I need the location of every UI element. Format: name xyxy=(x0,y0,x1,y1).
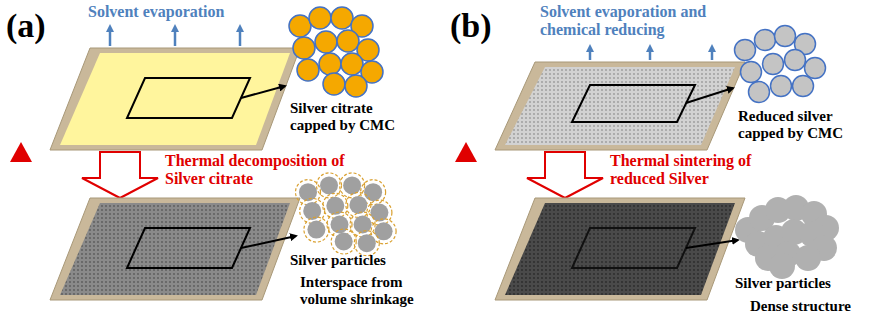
process-label: Thermal decomposition of Silver citrate xyxy=(165,152,355,189)
zoom-arrow xyxy=(241,86,285,98)
panel-label: (b) xyxy=(450,6,492,45)
silver-particles-porous xyxy=(296,173,397,256)
particle xyxy=(795,245,821,271)
particle xyxy=(327,212,352,237)
particle xyxy=(341,53,363,75)
process-note: Solvent evaporation and chemical reducin… xyxy=(540,3,720,40)
zoom-region xyxy=(127,228,250,268)
zoom-region xyxy=(127,78,250,118)
particle xyxy=(775,26,796,47)
particle xyxy=(307,221,325,239)
evaporation-arrows xyxy=(110,28,240,46)
dense-silver-structure xyxy=(735,195,839,279)
particle xyxy=(785,50,806,71)
particle xyxy=(345,75,367,97)
silver-citrate-particles xyxy=(289,7,383,97)
heat-triangle xyxy=(455,142,477,162)
particle xyxy=(763,54,784,75)
particle xyxy=(320,176,338,194)
process-label: Thermal sintering of reduced Silver xyxy=(610,152,775,189)
particle xyxy=(343,176,361,194)
callout-label: Silver citrate capped by CMC xyxy=(290,100,410,135)
particle xyxy=(304,217,329,242)
zoom-arrow xyxy=(241,236,296,248)
particle xyxy=(349,196,367,214)
zoom-region xyxy=(572,228,695,268)
callout-label: Dense structure xyxy=(750,298,851,315)
process-note: Solvent evaporation xyxy=(88,3,224,21)
callout-label: Silver particles xyxy=(735,275,831,292)
particle xyxy=(793,76,814,97)
particle xyxy=(331,7,353,29)
particle xyxy=(289,15,311,37)
particle xyxy=(297,59,319,81)
process-arrow xyxy=(527,152,603,198)
zoom-region xyxy=(572,85,695,122)
particle xyxy=(375,222,393,240)
reduced-silver-particles xyxy=(735,26,826,103)
particle xyxy=(319,53,341,75)
particle xyxy=(749,82,770,103)
particle xyxy=(331,216,349,234)
particle xyxy=(805,58,826,79)
callout-label: Interspace from volume shrinkage xyxy=(300,274,440,309)
substrate xyxy=(50,48,300,150)
particle xyxy=(354,231,379,256)
particle xyxy=(315,31,337,53)
particle xyxy=(771,76,792,97)
particle xyxy=(323,193,348,218)
particle xyxy=(358,234,376,252)
particle xyxy=(755,30,776,51)
particle xyxy=(293,37,315,59)
particle xyxy=(741,62,762,83)
silver-citrate-film xyxy=(60,53,290,145)
sintered-silver-film xyxy=(505,203,735,295)
substrate xyxy=(495,62,745,150)
particle xyxy=(364,183,382,201)
panel-label: (a) xyxy=(6,6,46,45)
particle xyxy=(323,73,345,95)
zoom-arrow xyxy=(686,240,738,248)
particle xyxy=(335,233,353,251)
particle xyxy=(331,229,356,254)
particle xyxy=(300,198,325,223)
process-arrow xyxy=(82,152,158,198)
reduced-silver-film xyxy=(505,67,735,145)
particle xyxy=(735,40,756,61)
substrate xyxy=(50,198,300,300)
callout-label: Reduced silver capped by CMC xyxy=(738,108,858,143)
callout-label: Silver particles xyxy=(290,252,386,269)
particle xyxy=(309,7,331,29)
zoom-arrow xyxy=(686,88,733,103)
heat-triangle xyxy=(10,142,32,162)
evaporation-arrows xyxy=(590,48,712,60)
silver-film xyxy=(60,203,290,295)
substrate xyxy=(495,198,745,300)
particle xyxy=(337,30,359,52)
